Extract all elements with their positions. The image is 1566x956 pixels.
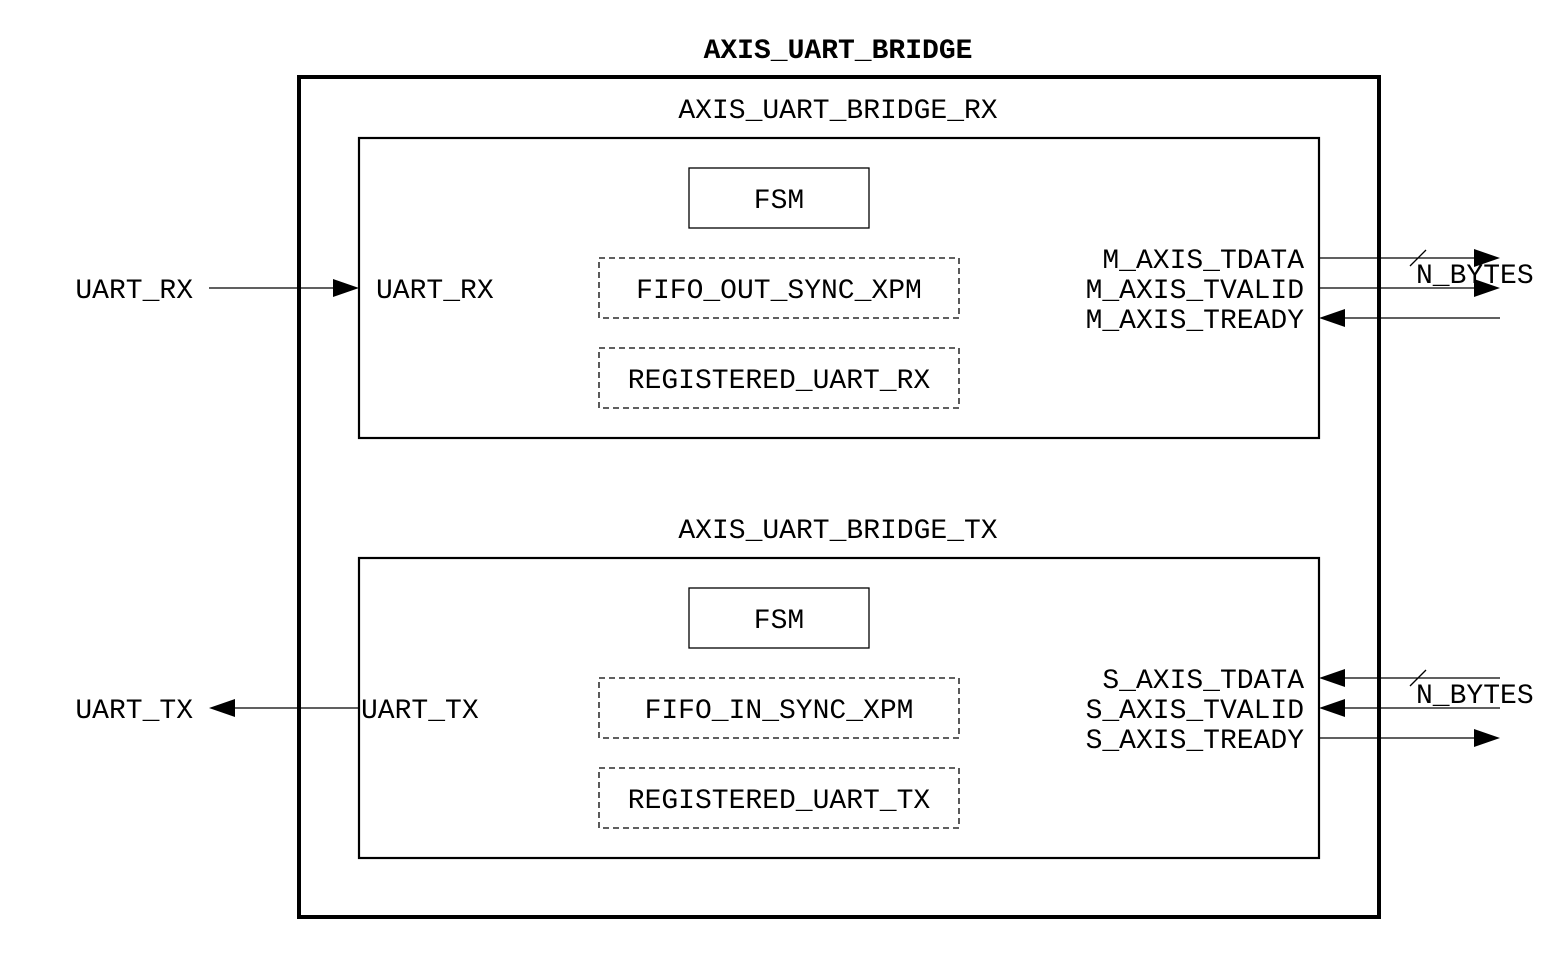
- s-axis-tdata-label: S_AXIS_TDATA: [1102, 666, 1304, 697]
- s-axis-tdata-bus-slash-icon: [1409, 669, 1427, 687]
- ext-uart-tx-label: UART_TX: [75, 696, 193, 727]
- uart-tx-arrow-icon: [209, 699, 235, 717]
- m-axis-tvalid-label: M_AXIS_TVALID: [1086, 276, 1304, 307]
- tx-registered-box: [598, 767, 960, 829]
- rx-fsm-box: [688, 167, 870, 229]
- m-axis-tdata-bus-slash-icon: [1409, 249, 1427, 267]
- tx-block-title: AXIS_UART_BRIDGE_TX: [678, 516, 997, 547]
- tx-fsm-box: [688, 587, 870, 649]
- s-axis-tdata-arrow-icon: [1319, 669, 1345, 687]
- ext-uart-rx-label: UART_RX: [75, 276, 193, 307]
- m-axis-tdata-arrow-icon: [1474, 249, 1500, 267]
- tx-out-port-label: UART_TX: [361, 696, 479, 727]
- s-axis-tvalid-label: S_AXIS_TVALID: [1086, 696, 1304, 727]
- rx-fsm-label: FSM: [754, 186, 804, 217]
- tx-fifo-box: [598, 677, 960, 739]
- m-axis-tready-arrow-icon: [1319, 309, 1345, 327]
- m-axis-tvalid-arrow-icon: [1474, 279, 1500, 297]
- rx-block-title: AXIS_UART_BRIDGE_RX: [678, 96, 997, 127]
- diagram-title: AXIS_UART_BRIDGE: [704, 36, 973, 67]
- s-axis-tdata-width-label: N_BYTES: [1416, 681, 1534, 712]
- rx-registered-label: REGISTERED_UART_RX: [628, 366, 931, 397]
- bridge-block: [297, 75, 1381, 919]
- rx-fifo-label: FIFO_OUT_SYNC_XPM: [636, 276, 922, 307]
- s-axis-tready-label: S_AXIS_TREADY: [1086, 726, 1305, 757]
- rx-registered-box: [598, 347, 960, 409]
- m-axis-tready-label: M_AXIS_TREADY: [1086, 306, 1305, 337]
- m-axis-tdata-label: M_AXIS_TDATA: [1102, 246, 1304, 277]
- uart-rx-arrow-icon: [333, 279, 359, 297]
- rx-in-port-label: UART_RX: [376, 276, 494, 307]
- rx-fifo-box: [598, 257, 960, 319]
- tx-fifo-label: FIFO_IN_SYNC_XPM: [645, 696, 914, 727]
- tx-registered-label: REGISTERED_UART_TX: [628, 786, 931, 817]
- tx-fsm-label: FSM: [754, 606, 804, 637]
- s-axis-tvalid-arrow-icon: [1319, 699, 1345, 717]
- s-axis-tready-arrow-icon: [1474, 729, 1500, 747]
